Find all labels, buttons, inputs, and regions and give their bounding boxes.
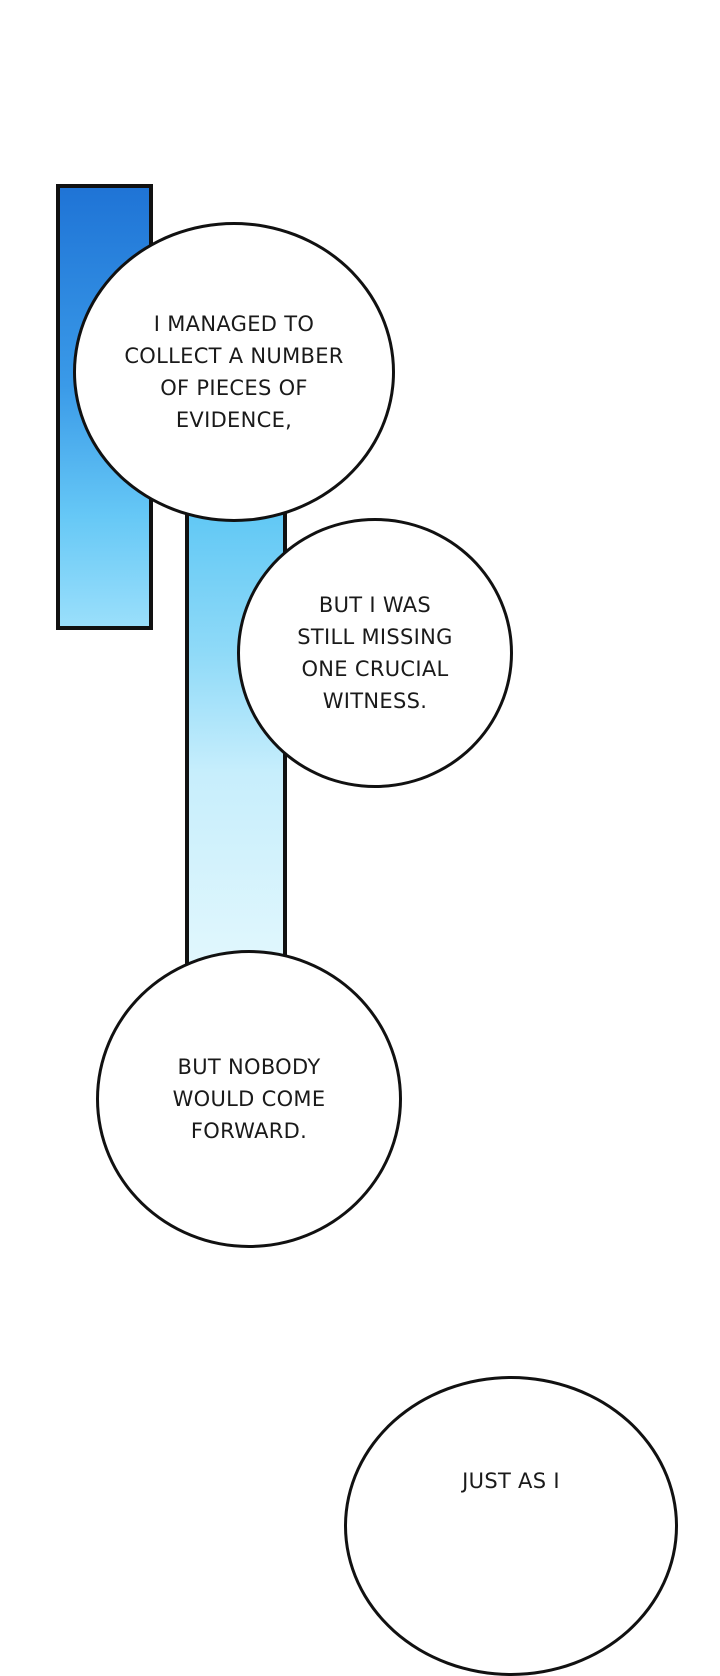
speech-bubble-3: BUT NOBODY WOULD COME FORWARD.	[96, 950, 402, 1248]
speech-bubble-text: JUST AS I	[462, 1469, 560, 1493]
speech-bubble-text: BUT NOBODY WOULD COME FORWARD.	[172, 1055, 326, 1143]
speech-bubble-text: I MANAGED TO COLLECT A NUMBER OF PIECES …	[124, 312, 344, 432]
speech-bubble-1: I MANAGED TO COLLECT A NUMBER OF PIECES …	[73, 222, 395, 522]
speech-bubble-4: JUST AS I	[344, 1376, 678, 1676]
speech-bubble-text: BUT I WAS STILL MISSING ONE CRUCIAL WITN…	[297, 593, 453, 713]
speech-bubble-2: BUT I WAS STILL MISSING ONE CRUCIAL WITN…	[237, 518, 513, 788]
